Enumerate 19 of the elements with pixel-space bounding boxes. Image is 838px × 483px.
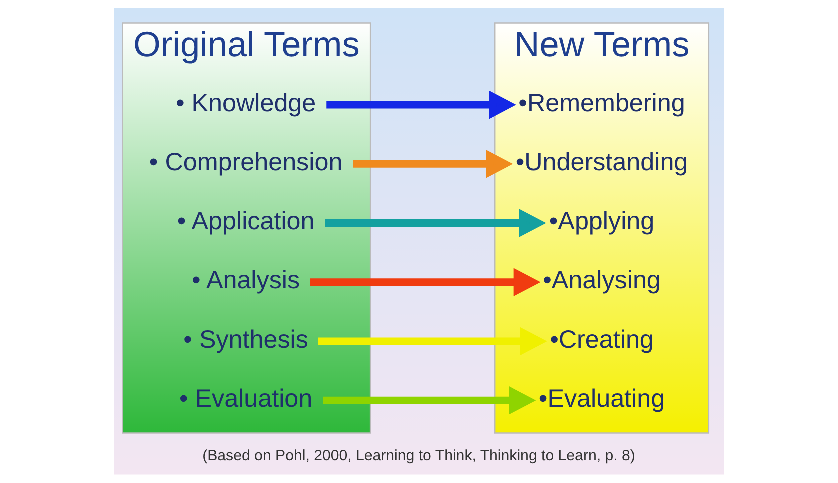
node-text: • Evaluation	[179, 384, 313, 413]
node-text: •Creating	[550, 326, 654, 354]
node-text: • Comprehension	[149, 148, 343, 176]
node-text: • Analysis	[192, 266, 300, 295]
node-text: •Remembering	[518, 89, 686, 118]
node-text: •Applying	[549, 208, 655, 236]
arrow	[310, 268, 541, 297]
arrow	[326, 90, 516, 120]
node-text: •Understanding	[516, 148, 688, 176]
arrow	[325, 209, 546, 238]
node-text: •Evaluating	[538, 384, 666, 413]
node-text: • Synthesis	[184, 326, 308, 354]
caption: (Based on Pohl, 2000, Learning to Think, Thinking to Learn, p. 8)	[202, 447, 636, 464]
node-text: • Application	[177, 208, 315, 236]
arrow	[353, 150, 514, 178]
node-text: •Analysing	[543, 266, 661, 295]
arrow	[318, 327, 548, 356]
arrow	[323, 386, 536, 415]
node-text: • Knowledge	[176, 89, 316, 118]
